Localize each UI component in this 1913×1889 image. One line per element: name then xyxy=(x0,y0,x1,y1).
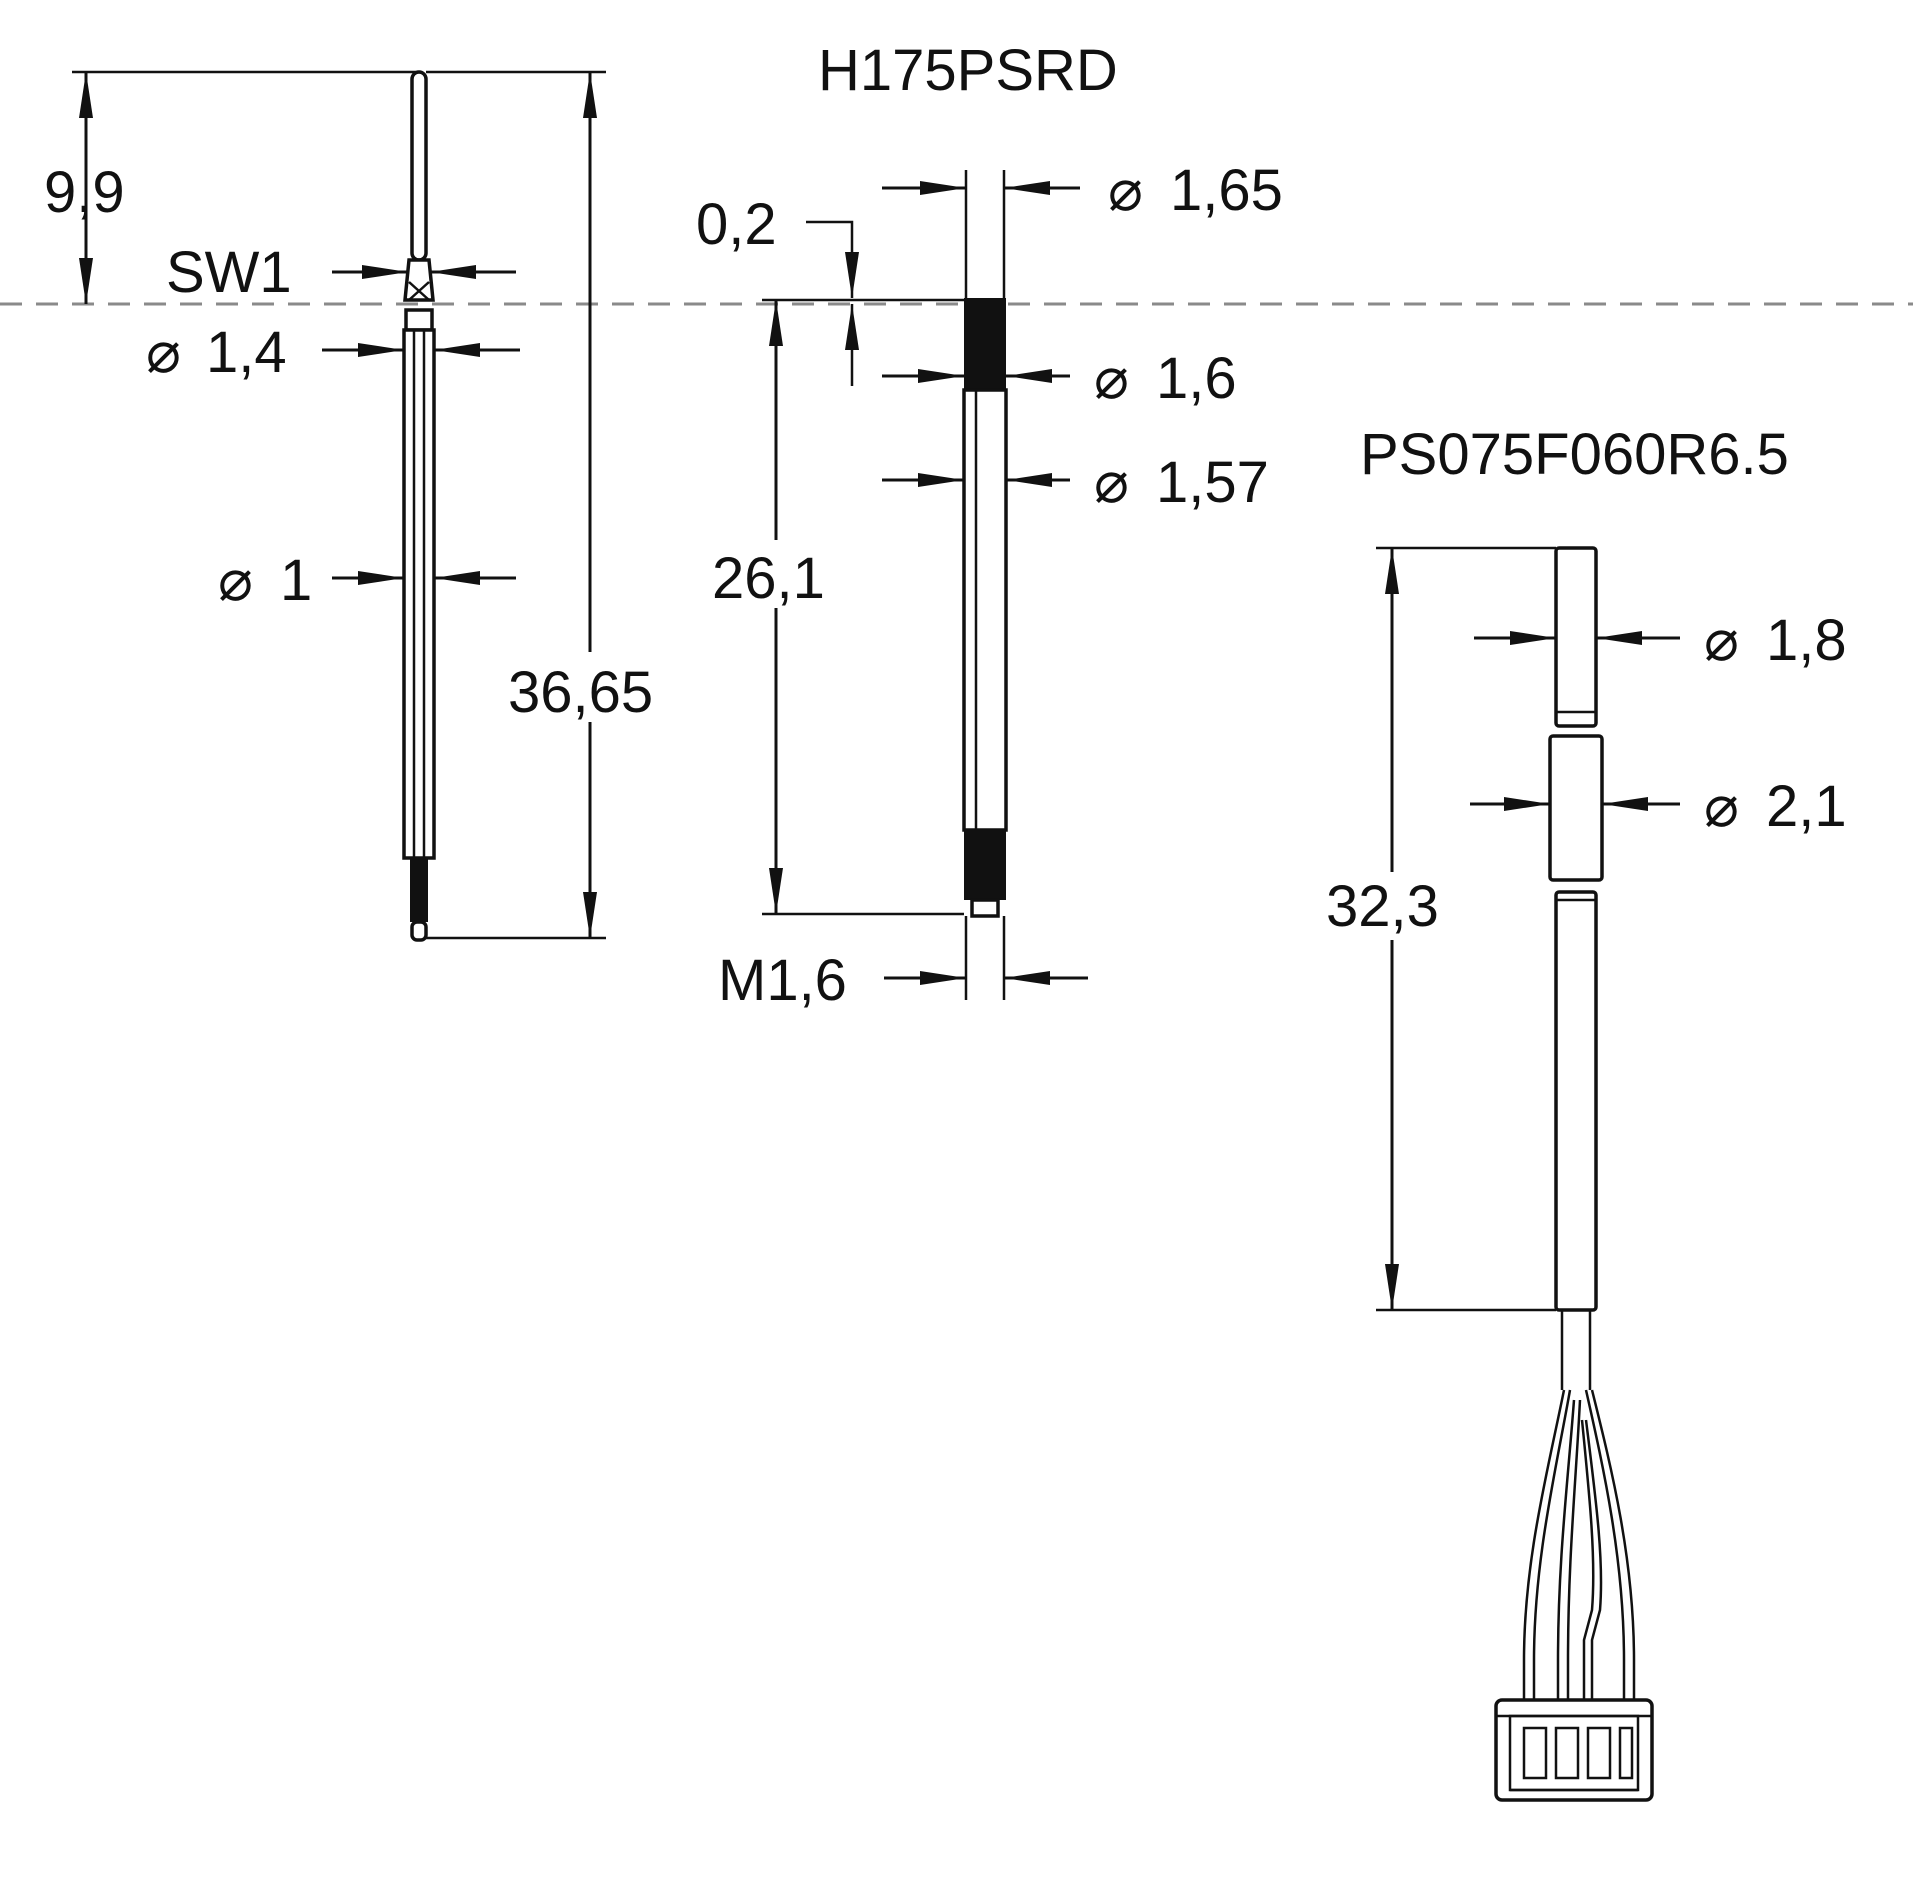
probe-hex-collar xyxy=(403,258,435,302)
label-holder-length: 26,1 xyxy=(712,546,825,611)
diameter-icon: ⌀ xyxy=(1704,608,1739,673)
diameter-icon: ⌀ xyxy=(1108,158,1143,223)
diameter-icon: ⌀ xyxy=(146,320,181,385)
label-outer-diameter: 1,65 xyxy=(1170,158,1283,223)
label-collar-diameter: 1,4 xyxy=(206,320,287,385)
label-total-length: 36,65 xyxy=(508,660,653,725)
holder-thread-bottom xyxy=(964,830,1006,900)
label-sensor-length: 32,3 xyxy=(1326,874,1439,939)
dimension-gap: 0,2 xyxy=(696,192,859,386)
dimension-total-length: 36,65 xyxy=(426,70,675,940)
dimension-outer-diameter: ⌀ 1,65 xyxy=(882,158,1283,223)
dimension-top-diameter: ⌀ 1,8 xyxy=(1474,608,1847,673)
holder-body xyxy=(962,388,1008,832)
sensor-top-tube xyxy=(1554,546,1598,728)
title-probe-model: H175PSRD xyxy=(818,38,1118,103)
diameter-icon: ⌀ xyxy=(1094,346,1129,411)
dimension-sensor-length: 32,3 xyxy=(1322,546,1556,1312)
probe-part xyxy=(402,70,436,942)
probe-tip xyxy=(410,70,428,262)
label-thread-diameter: 1,6 xyxy=(1156,346,1237,411)
dimension-tip-length: 9,9 xyxy=(44,70,420,304)
holder-part xyxy=(962,170,1008,1000)
sensor-lower-tube xyxy=(1554,890,1598,1312)
probe-thread xyxy=(410,858,428,922)
diameter-icon: ⌀ xyxy=(1704,774,1739,839)
sensor-sleeve xyxy=(1548,734,1604,882)
label-sleeve-diameter: 2,1 xyxy=(1766,774,1847,839)
label-shaft-diameter: 1 xyxy=(280,548,312,613)
label-gap: 0,2 xyxy=(696,192,777,257)
label-holder-shaft-diameter: 1,57 xyxy=(1156,450,1269,515)
title-connector-model: PS075F060R6.5 xyxy=(1360,422,1789,487)
label-wrench-size: SW1 xyxy=(166,240,292,305)
dimension-wrench-size: SW1 xyxy=(166,240,516,305)
sensor-part xyxy=(1548,546,1604,1390)
dimension-sleeve-diameter: ⌀ 2,1 xyxy=(1470,774,1847,839)
probe-collar xyxy=(404,308,434,332)
holder-thread-top xyxy=(964,298,1006,390)
diameter-icon: ⌀ xyxy=(218,548,253,613)
label-thread-spec: M1,6 xyxy=(718,948,847,1013)
label-top-diameter: 1,8 xyxy=(1766,608,1847,673)
label-tip-length: 9,9 xyxy=(44,160,125,225)
sensor-wires xyxy=(1522,1389,1636,1700)
dimension-thread-diameter: ⌀ 1,6 xyxy=(882,346,1237,411)
sensor-connector xyxy=(1494,1698,1654,1802)
dimension-shaft-diameter: ⌀ 1 xyxy=(218,548,516,613)
dimension-holder-shaft-diameter: ⌀ 1,57 xyxy=(882,450,1269,515)
dimension-holder-length: 26,1 xyxy=(706,298,964,916)
probe-shaft xyxy=(402,328,436,860)
dimension-thread-spec: M1,6 xyxy=(718,948,1088,1013)
diameter-icon: ⌀ xyxy=(1094,450,1129,515)
dimension-collar-diameter: ⌀ 1,4 xyxy=(146,320,520,385)
